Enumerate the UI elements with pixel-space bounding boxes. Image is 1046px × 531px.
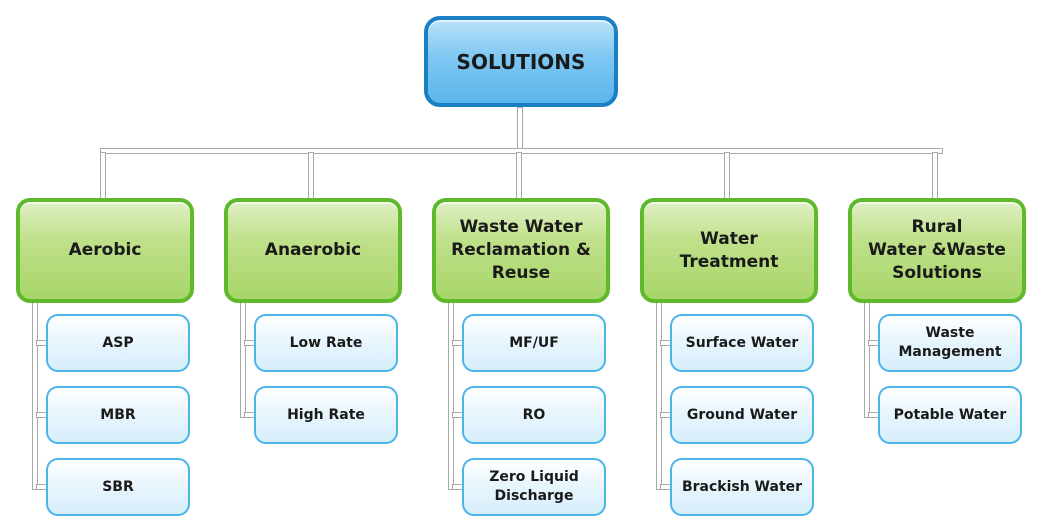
category-node: Aerobic xyxy=(16,198,194,303)
child-label: Brackish Water xyxy=(681,478,803,495)
category-node: Anaerobic xyxy=(224,198,402,303)
children-spine-connector xyxy=(240,300,246,418)
child-node: RO xyxy=(462,386,606,444)
root-node-solutions: SOLUTIONS xyxy=(424,16,618,107)
category-drop-connector xyxy=(932,152,938,200)
category-label: Waste Water Reclamation & Reuse xyxy=(451,217,591,283)
child-node: Surface Water xyxy=(670,314,814,372)
child-label: High Rate xyxy=(287,406,365,423)
child-node: MF/UF xyxy=(462,314,606,372)
child-label: ASP xyxy=(102,334,134,351)
category-label: Aerobic xyxy=(68,240,142,260)
category-label: Anaerobic xyxy=(264,240,362,260)
child-label: Surface Water xyxy=(685,334,799,351)
root-stem-connector xyxy=(517,107,523,152)
children-spine-connector xyxy=(448,300,454,490)
child-node: SBR xyxy=(46,458,190,516)
child-node: Zero Liquid Discharge xyxy=(462,458,606,516)
category-drop-connector xyxy=(100,152,106,200)
child-label: SBR xyxy=(102,478,134,495)
category-node: Rural Water &Waste Solutions xyxy=(848,198,1026,303)
child-node: ASP xyxy=(46,314,190,372)
category-label: Rural Water &Waste Solutions xyxy=(868,217,1006,283)
children-spine-connector xyxy=(656,300,662,490)
child-label: MBR xyxy=(100,406,136,423)
category-drop-connector xyxy=(724,152,730,200)
child-node: High Rate xyxy=(254,386,398,444)
category-drop-connector xyxy=(308,152,314,200)
child-label: Potable Water xyxy=(893,406,1007,423)
child-node: Brackish Water xyxy=(670,458,814,516)
category-drop-connector xyxy=(516,152,522,200)
child-node: MBR xyxy=(46,386,190,444)
child-node: Ground Water xyxy=(670,386,814,444)
child-node: Potable Water xyxy=(878,386,1022,444)
child-node: Waste Management xyxy=(878,314,1022,372)
children-spine-connector xyxy=(32,300,38,490)
child-label: Waste Management xyxy=(898,325,1002,360)
root-node-label: SOLUTIONS xyxy=(456,49,586,74)
child-label: MF/UF xyxy=(509,334,559,351)
child-label: RO xyxy=(522,406,546,423)
child-label: Low Rate xyxy=(289,334,363,351)
category-node: Water Treatment xyxy=(640,198,818,303)
child-label: Zero Liquid Discharge xyxy=(489,469,579,504)
children-spine-connector xyxy=(864,300,870,418)
child-label: Ground Water xyxy=(686,406,798,423)
category-label: Water Treatment xyxy=(679,228,779,272)
category-node: Waste Water Reclamation & Reuse xyxy=(432,198,610,303)
child-node: Low Rate xyxy=(254,314,398,372)
